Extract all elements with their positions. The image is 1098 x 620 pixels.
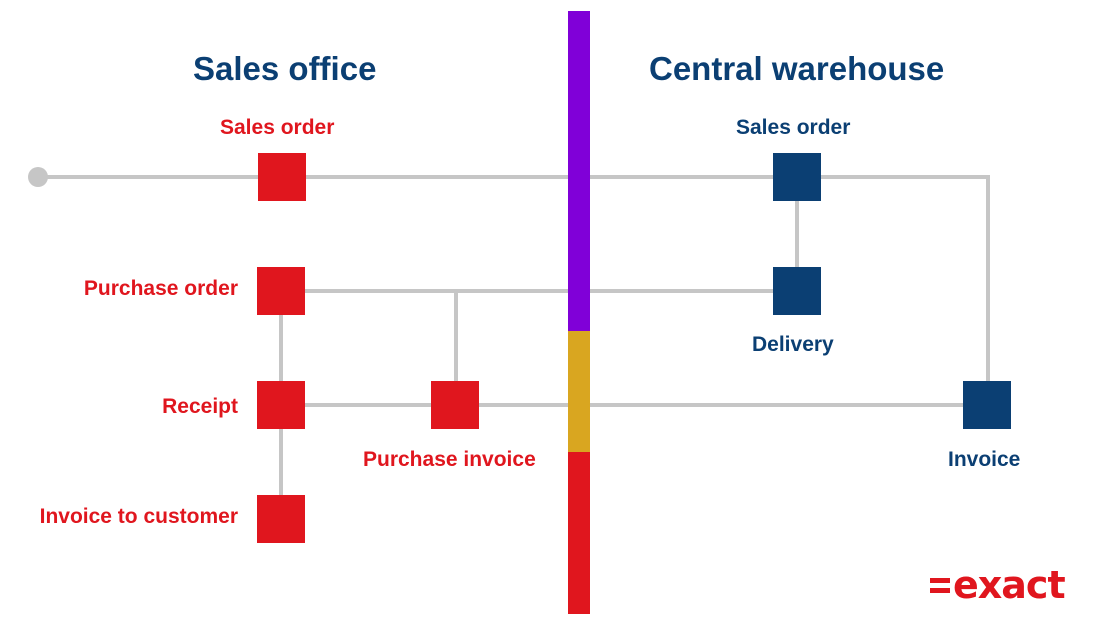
label-sales-order-office: Sales order xyxy=(220,116,335,139)
label-delivery: Delivery xyxy=(752,333,834,356)
divider-segment-middle xyxy=(568,331,590,452)
heading-central-warehouse: Central warehouse xyxy=(649,50,945,87)
label-purchase-invoice: Purchase invoice xyxy=(363,448,536,471)
connector-purchase-order-receipt xyxy=(279,314,283,382)
node-purchase-order xyxy=(257,267,305,315)
node-delivery xyxy=(773,267,821,315)
logo-wordmark: exact xyxy=(953,563,1066,607)
node-sales-order-office xyxy=(258,153,306,201)
divider-segment-intercompany xyxy=(568,11,590,331)
label-invoice: Invoice xyxy=(948,448,1021,471)
label-invoice-to-customer: Invoice to customer xyxy=(39,505,238,528)
exact-logo: exact xyxy=(930,563,1066,607)
equals-icon xyxy=(930,577,950,593)
connector-receipt-row xyxy=(304,403,966,407)
heading-sales-office: Sales office xyxy=(193,50,377,87)
connector-sales-order-row xyxy=(38,175,990,179)
connector-sales-order-delivery xyxy=(795,200,799,268)
connector-to-invoice xyxy=(986,175,990,381)
connector-to-purchase-invoice xyxy=(454,289,458,383)
node-invoice-to-customer xyxy=(257,495,305,543)
node-invoice xyxy=(963,381,1011,429)
node-purchase-invoice xyxy=(431,381,479,429)
label-sales-order-warehouse: Sales order xyxy=(736,116,851,139)
node-receipt xyxy=(257,381,305,429)
label-receipt: Receipt xyxy=(162,395,238,418)
label-purchase-order: Purchase order xyxy=(83,277,238,300)
connector-purchase-order-row xyxy=(304,289,776,293)
connector-receipt-invoice-customer xyxy=(279,428,283,496)
divider-segment-bottom xyxy=(568,452,590,614)
node-sales-order-warehouse xyxy=(773,153,821,201)
